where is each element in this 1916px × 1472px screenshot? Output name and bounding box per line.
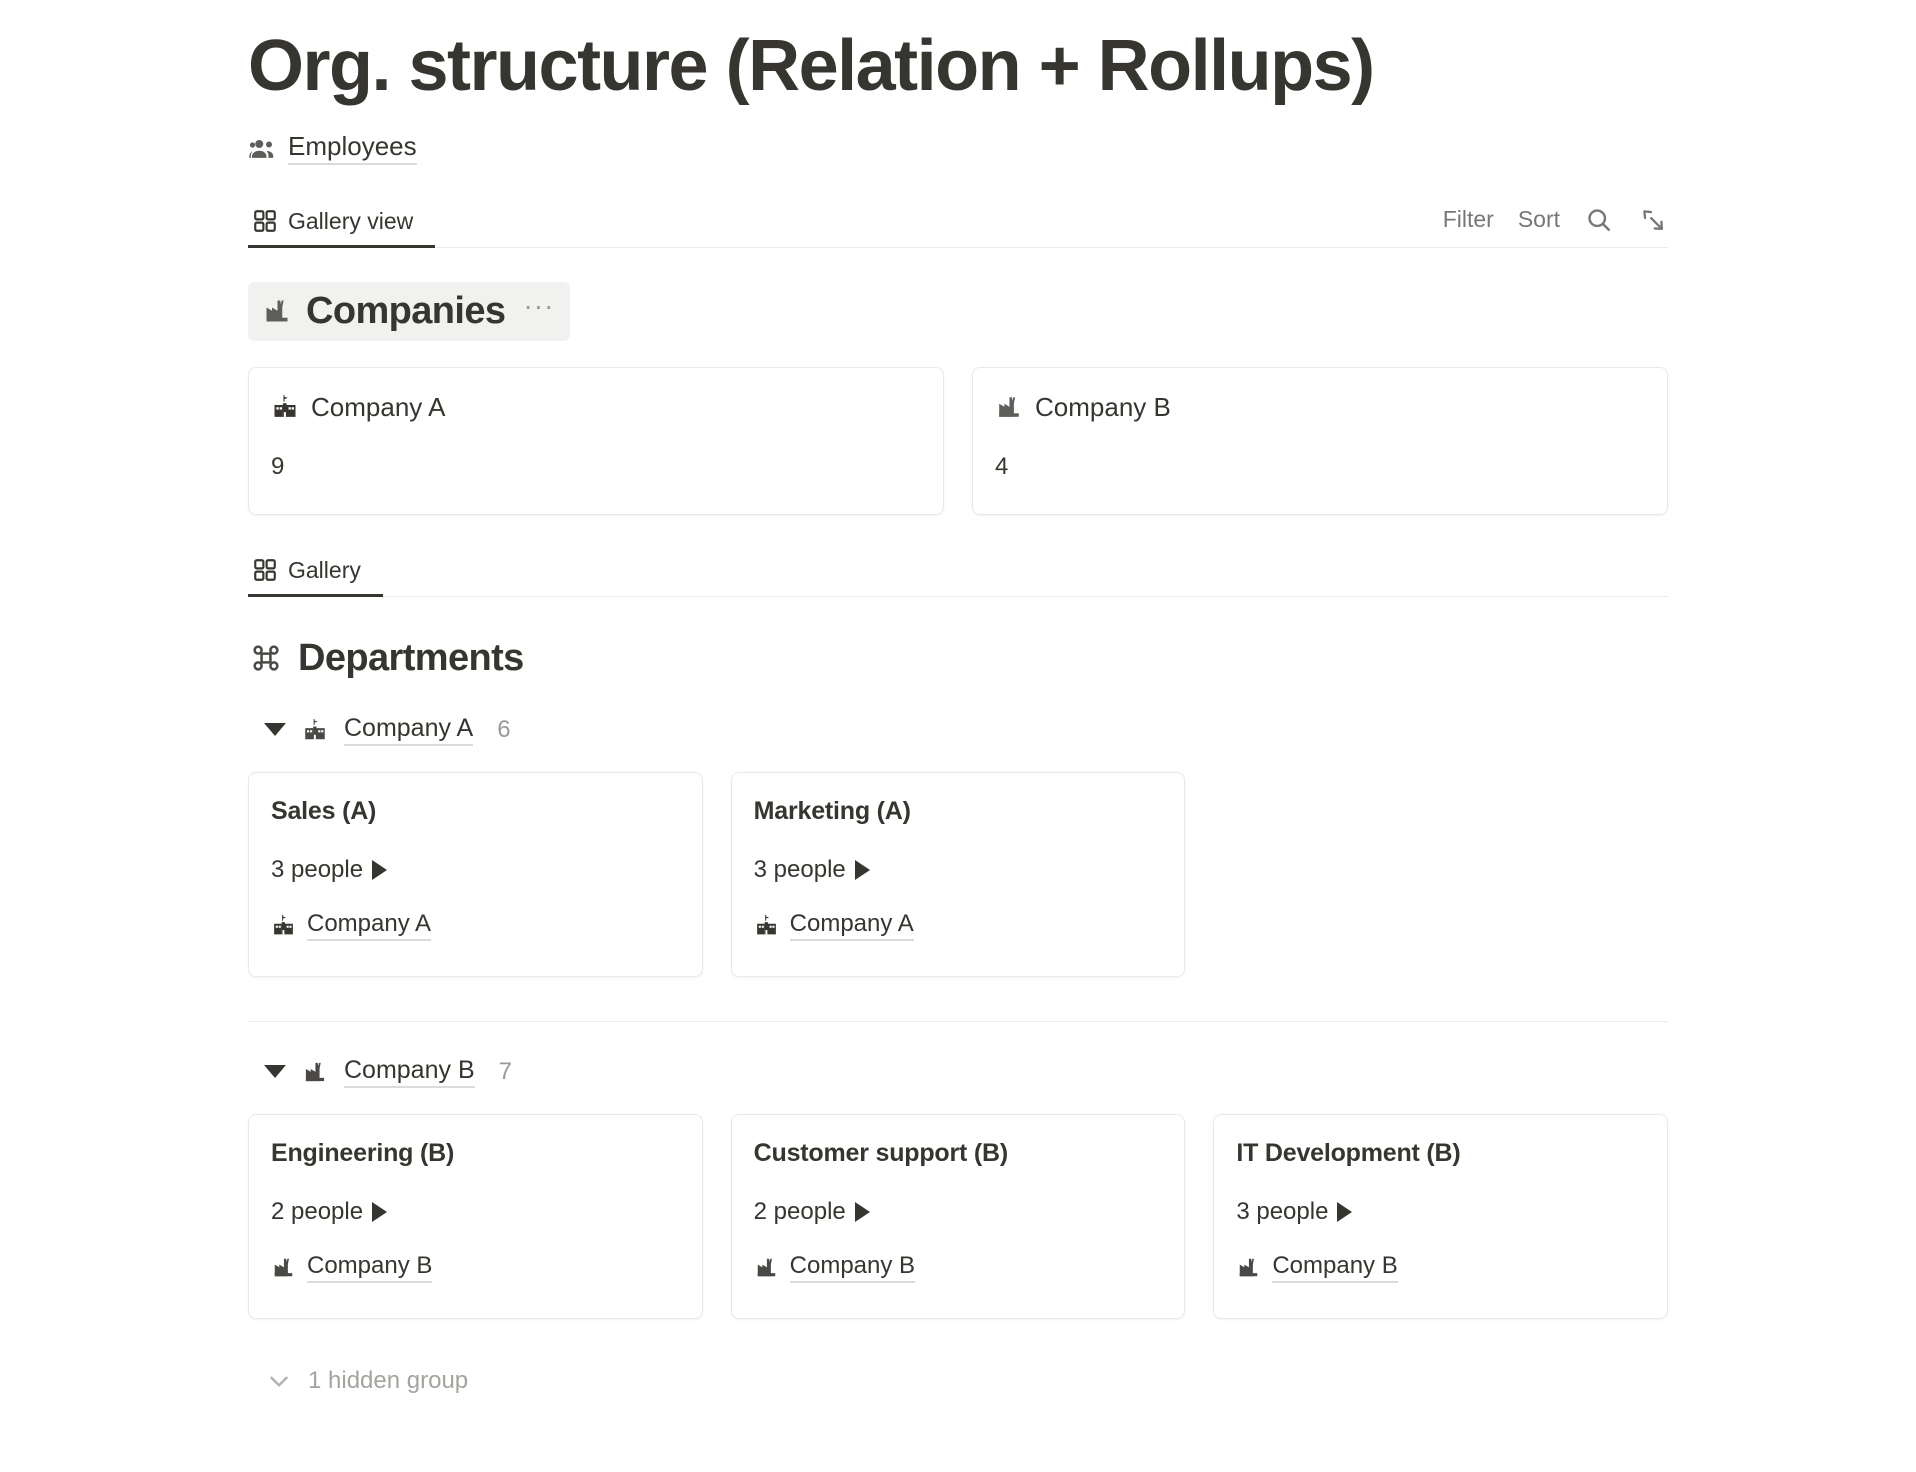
school-building-icon bbox=[754, 913, 779, 938]
group-name[interactable]: Company A bbox=[344, 714, 474, 746]
department-title: Customer support (B) bbox=[753, 1138, 1009, 1167]
gallery-grid-icon bbox=[252, 557, 278, 583]
tab-gallery-view-label: Gallery view bbox=[288, 207, 414, 234]
department-card[interactable]: Sales (A) 3 people bbox=[248, 771, 703, 977]
departments-section-heading: Departments bbox=[248, 637, 1668, 680]
department-relation[interactable]: Company B bbox=[754, 1252, 1163, 1283]
department-title: Engineering (B) bbox=[271, 1138, 455, 1167]
department-title: Marketing (A) bbox=[753, 796, 911, 825]
company-card-name: Company B bbox=[1035, 391, 1171, 422]
department-people-rollup[interactable]: 2 people bbox=[754, 1198, 1163, 1226]
department-relation[interactable]: Company B bbox=[271, 1252, 680, 1283]
hidden-group-toggle[interactable]: 1 hidden group bbox=[248, 1367, 1668, 1395]
department-people-rollup[interactable]: 3 people bbox=[754, 856, 1163, 884]
department-people-count: 2 people bbox=[271, 1197, 364, 1225]
search-icon[interactable] bbox=[1584, 205, 1614, 235]
page-title: Org. structure (Relation + Rollups) bbox=[248, 26, 1375, 106]
departments-section-title: Departments bbox=[298, 636, 524, 679]
tab-gallery-view[interactable]: Gallery view bbox=[248, 196, 436, 249]
group-divider bbox=[248, 1020, 1668, 1022]
departments-grid-company-a: Sales (A) 3 people bbox=[248, 771, 1668, 977]
department-card[interactable]: Customer support (B) 2 people Company B bbox=[730, 1113, 1186, 1319]
page-content: Org. structure (Relation + Rollups) Empl… bbox=[248, 0, 1668, 1395]
command-icon bbox=[250, 642, 282, 674]
tab-gallery-label: Gallery bbox=[288, 556, 361, 583]
factory-icon bbox=[262, 296, 292, 326]
department-people-rollup[interactable]: 3 people bbox=[1236, 1198, 1645, 1226]
people-icon bbox=[248, 134, 278, 164]
grid-spacer bbox=[1213, 772, 1668, 977]
department-relation[interactable]: Company A bbox=[754, 910, 1163, 941]
department-title: Sales (A) bbox=[271, 796, 377, 825]
group-header-company-b[interactable]: Company B 7 bbox=[248, 1056, 1668, 1088]
tab-gallery[interactable]: Gallery bbox=[248, 545, 383, 598]
factory-icon bbox=[754, 1255, 779, 1280]
source-database-label: Employees bbox=[288, 132, 417, 166]
gallery-view-toolbar: Gallery bbox=[248, 545, 1668, 598]
companies-section-heading[interactable]: Companies ··· bbox=[248, 281, 571, 341]
gallery-view-tab-list: Gallery bbox=[248, 545, 383, 598]
department-title: IT Development (B) bbox=[1236, 1138, 1461, 1167]
group-count: 6 bbox=[497, 715, 511, 743]
company-card-head: Company B bbox=[995, 392, 1645, 423]
collapse-triangle-icon[interactable] bbox=[264, 723, 286, 737]
department-people-rollup[interactable]: 2 people bbox=[271, 1198, 680, 1226]
chevron-down-icon bbox=[266, 1368, 292, 1394]
companies-section-title: Companies bbox=[306, 289, 506, 332]
play-triangle-icon[interactable] bbox=[372, 859, 388, 880]
company-card-head: Company A bbox=[271, 392, 921, 423]
collapse-triangle-icon[interactable] bbox=[264, 1065, 286, 1079]
section-more-menu-icon[interactable]: ··· bbox=[523, 289, 555, 321]
school-building-icon bbox=[271, 393, 299, 421]
group-header-company-a[interactable]: Company A 6 bbox=[248, 714, 1668, 746]
factory-icon bbox=[995, 393, 1023, 421]
play-triangle-icon[interactable] bbox=[854, 859, 870, 880]
department-people-rollup[interactable]: 3 people bbox=[271, 856, 680, 884]
company-card-name: Company A bbox=[311, 391, 446, 422]
play-triangle-icon[interactable] bbox=[854, 1201, 870, 1222]
department-relation-label: Company B bbox=[789, 1252, 916, 1283]
view-tab-list: Gallery view bbox=[248, 196, 436, 249]
department-relation[interactable]: Company B bbox=[1236, 1252, 1645, 1283]
department-people-count: 3 people bbox=[271, 855, 364, 883]
department-relation-label: Company A bbox=[789, 910, 914, 941]
company-card[interactable]: Company B 4 bbox=[972, 366, 1668, 515]
department-people-count: 3 people bbox=[1236, 1197, 1329, 1225]
department-people-count: 3 people bbox=[753, 855, 846, 883]
group-count: 7 bbox=[498, 1057, 512, 1085]
expand-diagonal-icon[interactable] bbox=[1638, 205, 1668, 235]
school-building-icon bbox=[302, 717, 328, 743]
factory-icon bbox=[302, 1059, 328, 1085]
department-relation-label: Company A bbox=[307, 910, 432, 941]
play-triangle-icon[interactable] bbox=[372, 1201, 388, 1222]
school-building-icon bbox=[271, 913, 296, 938]
department-people-count: 2 people bbox=[753, 1197, 846, 1225]
department-relation-label: Company B bbox=[1272, 1252, 1398, 1283]
play-triangle-icon[interactable] bbox=[1337, 1201, 1353, 1222]
department-card[interactable]: Engineering (B) 2 people Company B bbox=[248, 1113, 703, 1319]
companies-card-grid: Company A 9 Company B 4 bbox=[248, 366, 1668, 515]
company-card-count: 4 bbox=[995, 452, 1009, 480]
view-toolbar: Gallery view Filter Sort bbox=[248, 196, 1668, 249]
department-relation-label: Company B bbox=[307, 1252, 433, 1283]
source-database-link[interactable]: Employees bbox=[248, 132, 1668, 166]
group-name[interactable]: Company B bbox=[344, 1056, 475, 1088]
departments-grid-company-b: Engineering (B) 2 people Company B bbox=[248, 1113, 1668, 1319]
company-card[interactable]: Company A 9 bbox=[248, 366, 944, 515]
company-card-count: 9 bbox=[271, 452, 285, 480]
toolbar-actions: Filter Sort bbox=[1443, 205, 1668, 247]
department-relation[interactable]: Company A bbox=[271, 910, 680, 941]
department-card[interactable]: Marketing (A) 3 people bbox=[730, 771, 1186, 977]
sort-button[interactable]: Sort bbox=[1517, 206, 1560, 233]
department-card[interactable]: IT Development (B) 3 people Company B bbox=[1213, 1113, 1668, 1319]
hidden-group-label: 1 hidden group bbox=[308, 1366, 469, 1394]
factory-icon bbox=[1236, 1255, 1261, 1280]
factory-icon bbox=[271, 1255, 296, 1280]
filter-button[interactable]: Filter bbox=[1442, 206, 1494, 233]
gallery-grid-icon bbox=[252, 208, 278, 234]
